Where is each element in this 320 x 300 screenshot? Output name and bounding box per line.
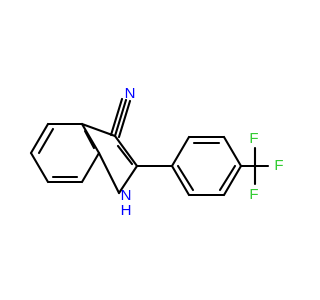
benzene-ring-left: [29, 122, 101, 184]
indole-hydrogen-label: H: [121, 202, 132, 219]
pyrrole-ring: [80, 122, 139, 195]
phenyl-ring-right: [135, 135, 243, 197]
indole-nitrogen-label: N: [121, 187, 132, 204]
molecule-diagram: N F F F N H: [29, 85, 284, 219]
nitrile-group: [109, 97, 132, 139]
molecule-canvas: N F F F N H: [29, 84, 284, 219]
fluorine-right-label: F: [274, 157, 283, 174]
fluorine-top-label: F: [249, 130, 258, 147]
trifluoromethyl-group: [239, 146, 270, 186]
fluorine-bottom-label: F: [249, 186, 258, 203]
nitrile-nitrogen-label: N: [125, 85, 136, 102]
